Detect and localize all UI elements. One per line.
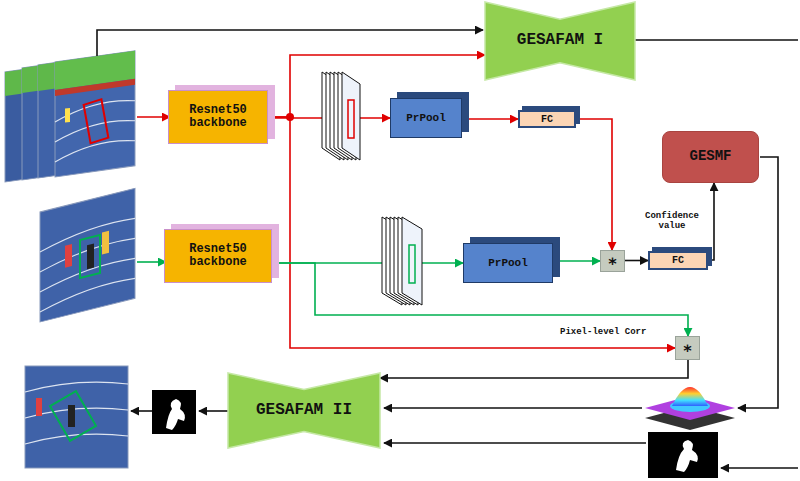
correlation-symbol: ∗ <box>675 336 700 360</box>
module-block: GESAFAM II <box>228 373 380 448</box>
backbone-box: Resnet50 backbone <box>164 229 272 283</box>
node-text: FC <box>541 114 553 125</box>
bowtie-outline <box>228 373 380 448</box>
video-frames <box>5 51 135 182</box>
backbone-box: Resnet50 backbone <box>168 90 268 144</box>
pooling-box: PrPool <box>463 243 553 283</box>
node-text: ∗ <box>683 339 693 357</box>
fusion-box: GESMF <box>662 131 759 183</box>
junction-dot <box>286 113 294 121</box>
search-image <box>40 188 135 322</box>
mask-image <box>648 432 718 478</box>
connector <box>380 360 688 378</box>
module-block: GESAFAM I <box>485 2 635 80</box>
mask-image <box>152 390 196 434</box>
node-text: Resnet50 backbone <box>165 243 271 269</box>
connector <box>462 118 518 120</box>
pooling-box: PrPool <box>390 98 462 138</box>
connector <box>576 119 612 250</box>
node-text: GESMF <box>689 149 731 164</box>
node-text: FC <box>672 255 684 266</box>
fc-layer-box: FC <box>518 110 576 128</box>
node-text: GESAFAM II <box>256 402 352 420</box>
bowtie-outline <box>485 2 635 80</box>
connector <box>625 260 648 262</box>
correlation-symbol: ∗ <box>600 250 625 272</box>
node-text: PrPool <box>406 112 446 124</box>
node-text: GESAFAM I <box>517 32 603 50</box>
layout-wires <box>97 30 798 468</box>
connector <box>708 183 714 260</box>
node-text: Resnet50 backbone <box>169 104 267 130</box>
output-image <box>25 366 128 468</box>
response-heatmap <box>645 387 735 430</box>
connector <box>553 260 600 262</box>
feature-stack <box>322 72 360 160</box>
annotation-label: Pixel-level Corr <box>560 327 646 337</box>
node-text: PrPool <box>488 257 528 269</box>
annotation-label: Confidence value <box>634 211 710 232</box>
fc-layer-box: FC <box>648 251 708 270</box>
node-text: ∗ <box>608 252 618 270</box>
feature-stack <box>382 217 422 305</box>
